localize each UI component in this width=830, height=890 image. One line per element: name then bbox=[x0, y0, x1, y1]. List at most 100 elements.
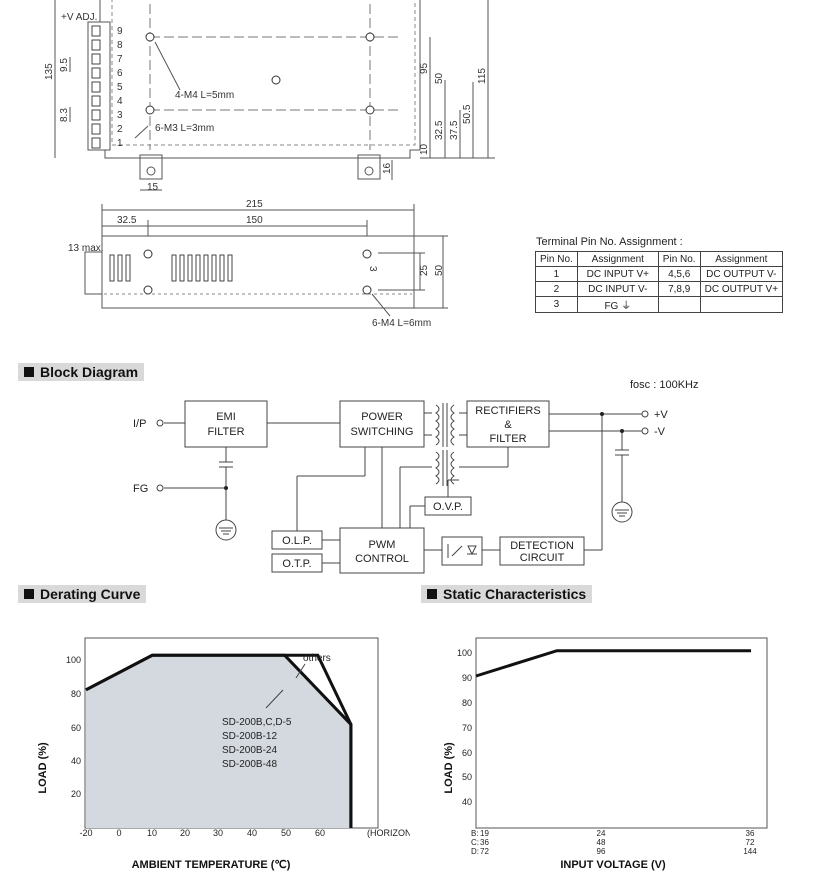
legend-model: SD-200B,C,D-5 bbox=[222, 717, 292, 728]
static-characteristics-chart: 100 90 80 70 60 50 40 B: C: D: 19 36 72 … bbox=[443, 637, 768, 871]
y-tick: 60 bbox=[71, 723, 81, 733]
svg-text:7: 7 bbox=[117, 54, 123, 65]
legend-model: SD-200B-24 bbox=[222, 745, 277, 756]
svg-text:10: 10 bbox=[419, 143, 430, 155]
table-cell: 3 bbox=[535, 296, 578, 313]
terminal-vminus bbox=[641, 427, 649, 435]
section-title: Static Characteristics bbox=[443, 586, 587, 602]
svg-text:50: 50 bbox=[434, 72, 445, 84]
header-cell: Pin No. bbox=[535, 251, 578, 267]
table-cell: FG ⏚ bbox=[576, 296, 659, 313]
terminal-vplus bbox=[641, 410, 649, 418]
table-row: 2 DC INPUT V- 7,8,9 DC OUTPUT V+ bbox=[535, 281, 784, 297]
svg-text:CONTROL: CONTROL bbox=[355, 553, 409, 565]
svg-text:8: 8 bbox=[117, 40, 123, 51]
vminus-label: -V bbox=[654, 426, 666, 438]
x-tick: 20 bbox=[180, 828, 190, 838]
x-tick: 0 bbox=[116, 828, 121, 838]
x-tick: 40 bbox=[247, 828, 257, 838]
svg-text:25: 25 bbox=[419, 264, 430, 276]
svg-text:FILTER: FILTER bbox=[489, 433, 526, 445]
table-row: 3 FG ⏚ bbox=[535, 296, 784, 313]
terminal-ip bbox=[156, 419, 164, 427]
x-tick: 144 bbox=[743, 847, 757, 856]
x-tick: 72 bbox=[746, 838, 755, 847]
y-tick: 80 bbox=[462, 698, 472, 708]
emi-filter-box bbox=[184, 400, 268, 448]
svg-text:135: 135 bbox=[44, 63, 55, 80]
x-extra-label: (HORIZONTAL) bbox=[367, 828, 410, 838]
x-tick: 30 bbox=[213, 828, 223, 838]
table-cell: DC INPUT V- bbox=[576, 281, 659, 297]
y-tick: 70 bbox=[462, 723, 472, 733]
max-label: 13 max. bbox=[68, 243, 104, 254]
svg-text:2: 2 bbox=[117, 124, 123, 135]
legend-model: SD-200B-48 bbox=[222, 759, 277, 770]
svg-text:CIRCUIT: CIRCUIT bbox=[520, 552, 565, 564]
y-tick: 20 bbox=[71, 789, 81, 799]
y-tick: 50 bbox=[462, 772, 472, 782]
header-cell: Assignment bbox=[699, 251, 784, 267]
svg-text:POWER: POWER bbox=[361, 411, 403, 423]
svg-text:O.V.P.: O.V.P. bbox=[433, 501, 463, 513]
table-cell: DC OUTPUT V+ bbox=[699, 281, 784, 297]
y-tick: 100 bbox=[457, 648, 472, 658]
pin-labels: 9 8 7 6 5 4 3 2 1 bbox=[117, 26, 123, 149]
v-adj-label: +V ADJ. bbox=[61, 12, 97, 23]
y-tick: 90 bbox=[462, 673, 472, 683]
m4-side-label: 6-M4 L=6mm bbox=[372, 318, 431, 329]
legend-model: SD-200B-12 bbox=[222, 731, 277, 742]
x-tick: 36 bbox=[480, 838, 489, 847]
power-switching-box bbox=[339, 400, 425, 448]
derating-area bbox=[86, 655, 351, 828]
side-view-outline bbox=[101, 235, 415, 309]
block-diagram: EMI FILTER POWER SWITCHING RECTIFIERS & … bbox=[133, 379, 698, 574]
table-cell: DC INPUT V+ bbox=[576, 266, 659, 282]
svg-text:4: 4 bbox=[117, 96, 123, 107]
fosc-label: fosc : 100KHz bbox=[630, 379, 698, 391]
table-header-row: Pin No. Assignment Pin No. Assignment bbox=[535, 251, 784, 267]
others-leader bbox=[295, 663, 306, 679]
terminal-block bbox=[87, 21, 111, 151]
plot-frame bbox=[475, 637, 768, 829]
x-tick: 60 bbox=[315, 828, 325, 838]
svg-text:DETECTION: DETECTION bbox=[510, 540, 574, 552]
m3-label: 6-M3 L=3mm bbox=[155, 123, 214, 134]
x-tick-prefix: D: bbox=[471, 847, 479, 856]
svg-text:9.5: 9.5 bbox=[59, 58, 70, 72]
svg-text:EMI: EMI bbox=[216, 411, 236, 423]
svg-text:150: 150 bbox=[246, 215, 263, 226]
fg-label: FG bbox=[133, 483, 148, 495]
svg-text:3: 3 bbox=[117, 110, 123, 121]
svg-text:9: 9 bbox=[117, 26, 123, 37]
table-cell: 1 bbox=[535, 266, 578, 282]
header-cell: Assignment bbox=[576, 251, 659, 267]
svg-text:&: & bbox=[504, 419, 512, 431]
svg-text:215: 215 bbox=[246, 199, 263, 210]
x-tick: 24 bbox=[597, 829, 606, 838]
y-tick: 100 bbox=[66, 655, 81, 665]
terminal-pins bbox=[91, 25, 101, 149]
y-axis-label: LOAD (%) bbox=[37, 742, 49, 794]
svg-text:8.3: 8.3 bbox=[59, 108, 70, 122]
mechanical-drawing: +V ADJ. 9 8 7 6 5 4 3 2 1 135 9.5 8.3 4-… bbox=[44, 0, 495, 329]
section-derating-curve: Derating Curve bbox=[18, 585, 147, 603]
svg-text:32.5: 32.5 bbox=[117, 215, 137, 226]
svg-text:SWITCHING: SWITCHING bbox=[351, 426, 414, 438]
x-tick: 72 bbox=[480, 847, 489, 856]
svg-text:5: 5 bbox=[117, 82, 123, 93]
table-cell: 4,5,6 bbox=[657, 266, 701, 282]
svg-text:95: 95 bbox=[419, 62, 430, 74]
table-cell: DC OUTPUT V- bbox=[699, 266, 784, 282]
header-cell: Pin No. bbox=[657, 251, 701, 267]
section-title: Block Diagram bbox=[40, 364, 139, 380]
section-title: Derating Curve bbox=[40, 586, 141, 602]
x-tick-prefix: C: bbox=[471, 838, 479, 847]
table-cell bbox=[699, 296, 784, 313]
y-tick: 60 bbox=[462, 748, 472, 758]
x-tick: 50 bbox=[281, 828, 291, 838]
svg-text:37.5: 37.5 bbox=[449, 120, 460, 140]
svg-text:6: 6 bbox=[117, 68, 123, 79]
x-tick: 48 bbox=[597, 838, 606, 847]
models-curve bbox=[85, 653, 353, 828]
